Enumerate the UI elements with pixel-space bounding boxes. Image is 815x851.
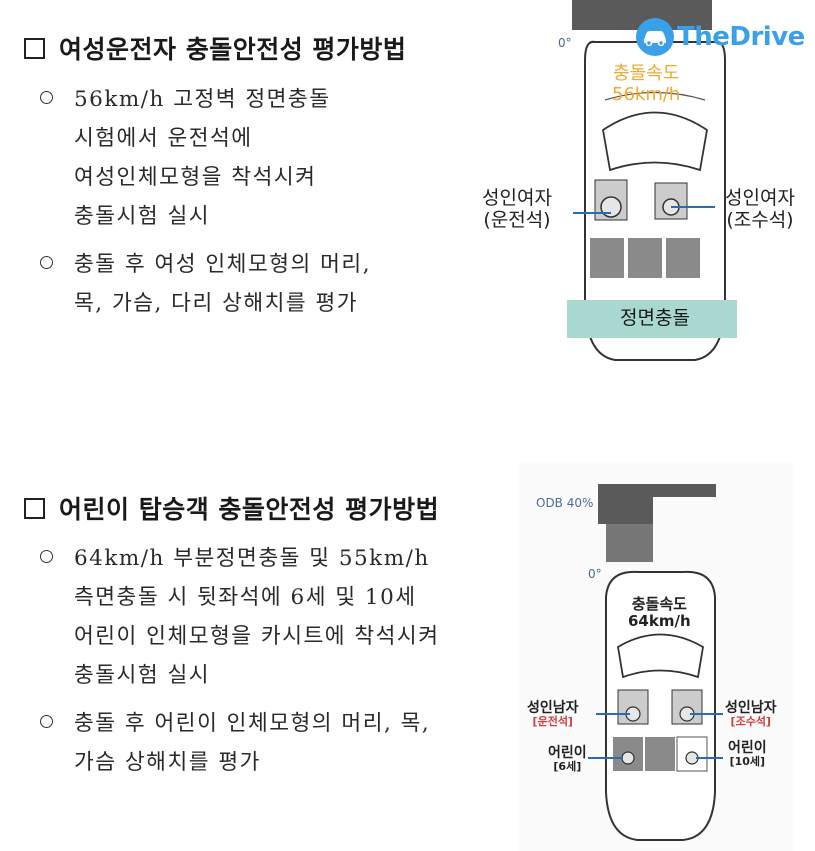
frontal-crash-diagram bbox=[567, 0, 737, 361]
speed-label-text: 충돌속도 bbox=[613, 63, 680, 84]
driver-label-line2: (운전석) bbox=[483, 208, 551, 231]
speed-label-text: 충돌속도 bbox=[631, 595, 687, 613]
bullet-line: 56km/h 고정벽 정면충돌 bbox=[74, 87, 331, 112]
child-left-label-line1: 어린이 bbox=[548, 745, 587, 761]
passenger-label-line1: 성인여자 bbox=[725, 187, 795, 209]
section1-title-text: 여성운전자 충돌안전성 평가방법 bbox=[59, 35, 407, 64]
barrier-front bbox=[567, 300, 737, 338]
speed-value-text: 56km/h bbox=[612, 83, 681, 105]
hood-line bbox=[604, 91, 706, 101]
odb-label: ODB 40% bbox=[536, 496, 594, 510]
driver-label-line1: 성인남자 bbox=[527, 700, 579, 716]
bullet-line: 충돌 후 여성 인체모형의 머리, bbox=[74, 252, 372, 277]
checkbox-square-icon bbox=[24, 498, 45, 519]
child-right-label: 어린이 [10세] bbox=[728, 740, 767, 769]
child-left-label-line2: [6세] bbox=[553, 760, 582, 774]
section1-bullets: 56km/h 고정벽 정면충돌 시험에서 운전석에 여성인체모형을 착석시켜 충… bbox=[40, 80, 371, 332]
windshield bbox=[602, 111, 708, 172]
bullet-line: 어린이 인체모형을 카시트에 착석시켜 bbox=[74, 624, 440, 649]
passenger-label: 성인여자 (조수석) bbox=[725, 187, 795, 232]
passenger-label-line1: 성인남자 bbox=[725, 700, 777, 716]
logo-text: TheDrive bbox=[677, 22, 805, 52]
rear-seat-middle bbox=[645, 737, 675, 771]
speed-label: 충돌속도 56km/h bbox=[612, 63, 681, 105]
circle-bullet-icon bbox=[40, 91, 53, 104]
section2-title-text: 어린이 탑승객 충돌안전성 평가방법 bbox=[59, 495, 440, 524]
bullet-item: 충돌 후 여성 인체모형의 머리, 목, 가슴, 다리 상해치를 평가 bbox=[40, 245, 371, 323]
circle-bullet-icon bbox=[40, 550, 53, 563]
child-crash-diagram bbox=[518, 462, 793, 851]
rear-seat bbox=[628, 238, 662, 278]
bullet-line: 측면충돌 시 뒷좌석에 6세 및 10세 bbox=[74, 585, 417, 610]
section2-bullets: 64km/h 부분정면충돌 및 55km/h 측면충돌 시 뒷좌석에 6세 및 … bbox=[40, 539, 439, 791]
speed-label: 충돌속도 64km/h bbox=[628, 595, 691, 631]
bullet-line: 충돌시험 실시 bbox=[74, 204, 211, 229]
angle-label: 0° bbox=[588, 567, 602, 581]
bullet-item: 충돌 후 어린이 인체모형의 머리, 목, 가슴 상해치를 평가 bbox=[40, 704, 439, 782]
rear-seat bbox=[666, 238, 700, 278]
bullet-line: 목, 가슴, 다리 상해치를 평가 bbox=[74, 291, 359, 316]
barrier-label: 정면충돌 bbox=[620, 307, 690, 329]
circle-bullet-icon bbox=[40, 256, 53, 269]
angle-label: 0° bbox=[558, 36, 572, 50]
odb-barrier bbox=[598, 484, 716, 524]
circle-bullet-icon bbox=[40, 715, 53, 728]
passenger-label-line2: [조수석] bbox=[730, 715, 771, 729]
child-left-label: 어린이 [6세] bbox=[548, 745, 587, 774]
bullet-item: 64km/h 부분정면충돌 및 55km/h 측면충돌 시 뒷좌석에 6세 및 … bbox=[40, 539, 439, 695]
rear-seat bbox=[590, 238, 624, 278]
section2-title: 어린이 탑승객 충돌안전성 평가방법 bbox=[24, 490, 439, 526]
driver-label-line2: [운전석] bbox=[532, 715, 573, 729]
windshield bbox=[617, 633, 704, 679]
bullet-line: 충돌시험 실시 bbox=[74, 663, 211, 688]
bullet-line: 여성인체모형을 착석시켜 bbox=[74, 165, 317, 190]
bullet-line: 64km/h 부분정면충돌 및 55km/h bbox=[74, 546, 430, 571]
car-icon bbox=[636, 18, 674, 56]
section1-title: 여성운전자 충돌안전성 평가방법 bbox=[24, 30, 406, 66]
bullet-line: 충돌 후 어린이 인체모형의 머리, 목, bbox=[74, 711, 431, 736]
driver-label-line1: 성인여자 bbox=[482, 187, 552, 209]
child-right-label-line2: [10세] bbox=[729, 755, 766, 769]
driver-label: 성인여자 (운전석) bbox=[482, 187, 552, 232]
checkbox-square-icon bbox=[24, 38, 45, 59]
passenger-label-line2: (조수석) bbox=[726, 208, 794, 231]
child-dummy-head-left bbox=[621, 751, 635, 765]
bullet-line: 시험에서 운전석에 bbox=[74, 126, 253, 151]
driver-label: 성인남자 [운전석] bbox=[527, 700, 579, 729]
child-right-label-line1: 어린이 bbox=[728, 740, 767, 756]
speed-value-text: 64km/h bbox=[628, 612, 691, 631]
thedrive-logo: TheDrive bbox=[636, 18, 805, 56]
odb-barrier-block bbox=[606, 524, 653, 562]
bullet-line: 가슴 상해치를 평가 bbox=[74, 750, 261, 775]
passenger-label: 성인남자 [조수석] bbox=[725, 700, 777, 729]
bullet-item: 56km/h 고정벽 정면충돌 시험에서 운전석에 여성인체모형을 착석시켜 충… bbox=[40, 80, 371, 236]
